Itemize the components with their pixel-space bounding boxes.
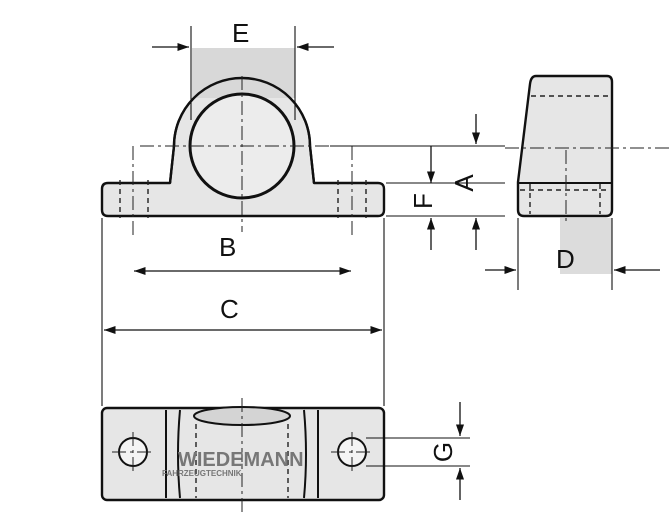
dim-label-c: C	[220, 294, 239, 324]
side-view-body	[516, 74, 614, 218]
dim-label-f: F	[408, 193, 438, 209]
dim-label-b: B	[219, 232, 236, 262]
watermark: WIEDEMANN FAHRZEUGTECHNIK	[162, 449, 304, 478]
watermark-brand: WIEDEMANN	[178, 449, 304, 471]
dim-label-g: G	[428, 442, 458, 462]
side-view	[505, 74, 670, 274]
dim-label-e: E	[232, 18, 249, 48]
watermark-tagline: FAHRZEUGTECHNIK	[162, 469, 242, 478]
dim-label-a: A	[449, 174, 479, 192]
front-view	[100, 48, 386, 236]
dimensions: E F A D B C G	[101, 18, 660, 500]
shading-top	[192, 48, 295, 98]
bottom-view: WIEDEMANN FAHRZEUGTECHNIK	[100, 398, 386, 516]
dim-label-d: D	[556, 244, 575, 274]
